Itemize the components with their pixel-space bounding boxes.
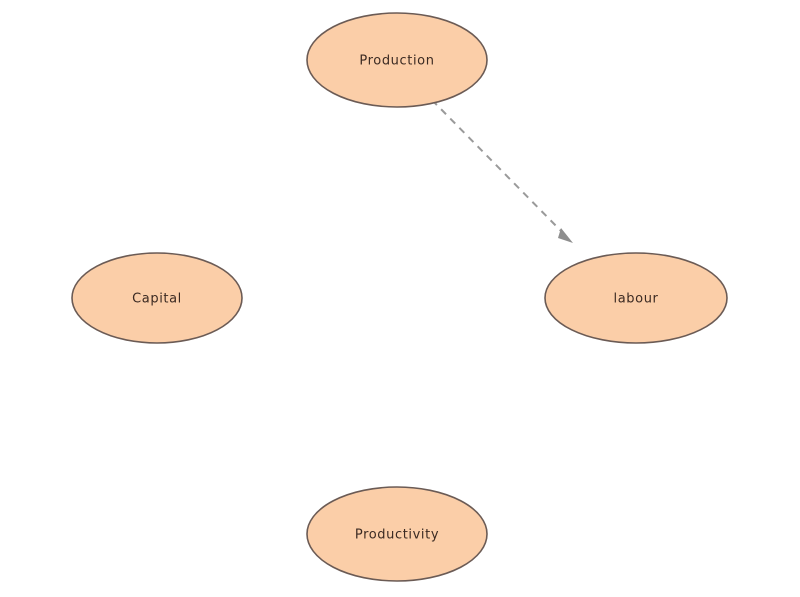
edge-line-production-labour[interactable] xyxy=(431,99,567,237)
node-production-label: Production xyxy=(359,54,434,69)
node-productivity[interactable]: Productivity xyxy=(306,486,488,582)
node-layer: Production Capital labour Productivity xyxy=(71,12,728,582)
node-productivity-shape[interactable] xyxy=(306,486,488,582)
node-capital-shape[interactable] xyxy=(71,252,243,344)
edge-production-to-labour[interactable] xyxy=(431,99,573,243)
node-labour-shape[interactable] xyxy=(544,252,728,344)
node-production[interactable]: Production xyxy=(306,12,488,108)
arrowhead-icon xyxy=(558,228,573,243)
node-labour-label: labour xyxy=(614,292,659,307)
edge-layer xyxy=(431,99,573,243)
node-capital-label: Capital xyxy=(132,292,182,307)
node-productivity-label: Productivity xyxy=(355,528,439,543)
node-capital[interactable]: Capital xyxy=(71,252,243,344)
node-production-shape[interactable] xyxy=(306,12,488,108)
node-labour[interactable]: labour xyxy=(544,252,728,344)
